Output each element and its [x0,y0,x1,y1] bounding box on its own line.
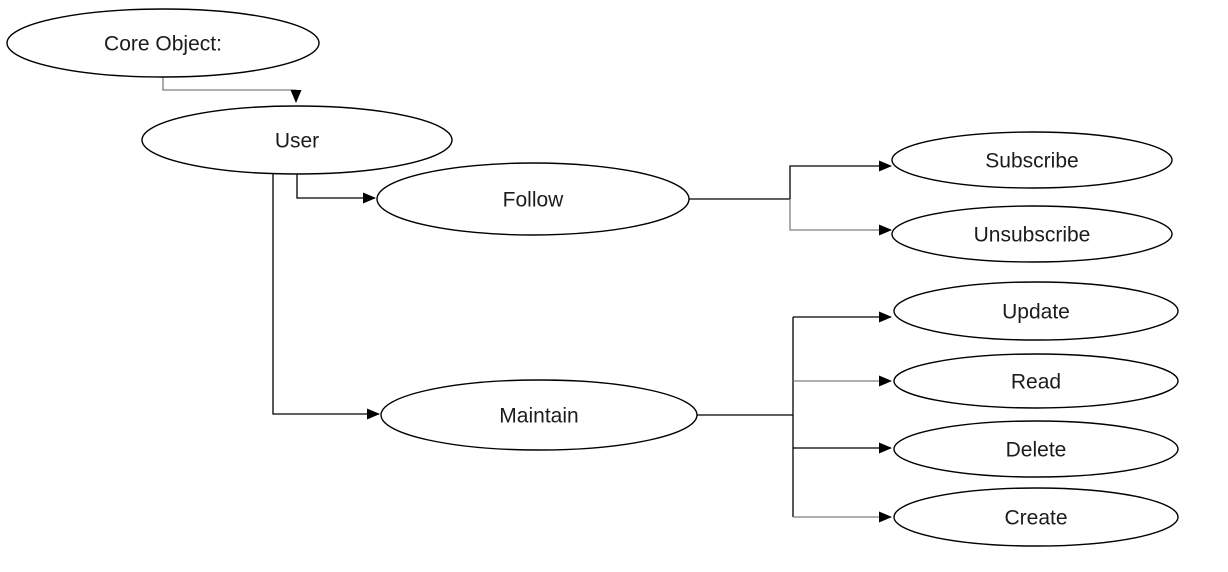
node-label-core-object: Core Object: [104,33,222,56]
node-label-update: Update [1002,301,1070,324]
node-ellipse-read [893,353,1179,409]
node-create: Create [893,487,1179,547]
node-ellipse-unsubscribe [891,205,1173,263]
node-label-delete: Delete [1006,439,1067,462]
node-ellipse-create [893,487,1179,547]
node-label-follow: Follow [503,189,565,212]
node-update: Update [893,281,1179,341]
node-subscribe: Subscribe [891,131,1173,189]
node-ellipse-core-object [6,8,320,78]
node-label-create: Create [1004,507,1067,530]
node-read: Read [893,353,1179,409]
node-label-maintain: Maintain [499,405,578,428]
connector-follow-to-subscribe [789,160,892,199]
node-core-object: Core Object: [6,8,320,78]
node-user: User [141,105,453,175]
node-follow: Follow [376,162,690,236]
node-label-unsubscribe: Unsubscribe [974,224,1091,247]
node-label-read: Read [1011,371,1061,394]
node-ellipse-delete [893,420,1179,478]
node-label-subscribe: Subscribe [985,150,1078,173]
node-delete: Delete [893,420,1179,478]
node-ellipse-maintain [380,379,698,451]
node-unsubscribe: Unsubscribe [891,205,1173,263]
node-label-user: User [275,130,319,153]
connector-core-to-user [162,77,302,103]
node-ellipse-follow [376,162,690,236]
node-ellipse-user [141,105,453,175]
node-ellipse-update [893,281,1179,341]
connector-follow-to-unsubscribe [789,199,892,236]
node-ellipse-subscribe [891,131,1173,189]
connector-user-to-maintain [272,171,380,420]
connector-user-to-follow [296,172,376,204]
node-maintain: Maintain [380,379,698,451]
